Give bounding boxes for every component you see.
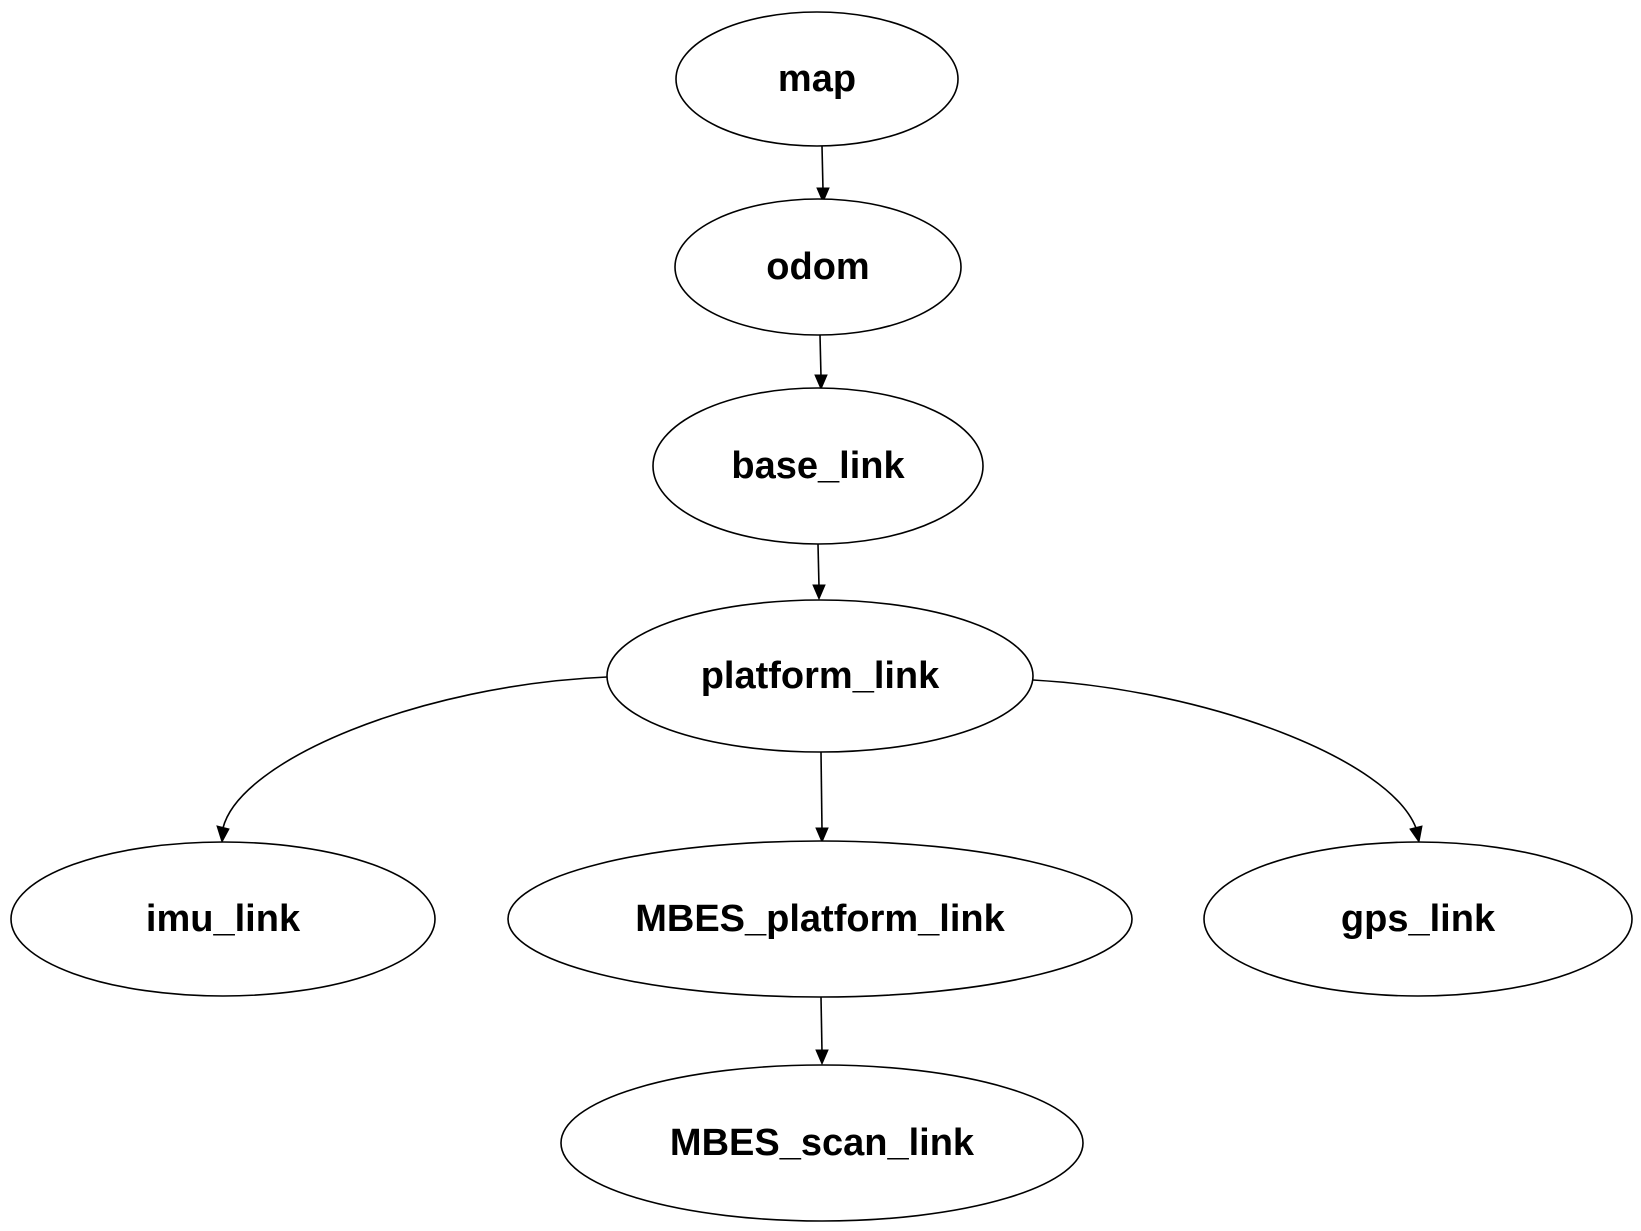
edge-base-link-platform-link (817, 543, 820, 588)
node-imu-link-shape (10, 841, 436, 997)
node-base-link-shape (652, 387, 984, 545)
edge-mbes-platform-link-mbes-scan-link-arrowhead (815, 1049, 829, 1066)
node-mbes-platform-link-shape (507, 840, 1133, 998)
node-mbes-platform-link-label: MBES_platform_link (635, 898, 1005, 940)
node-imu-link: imu_link (10, 841, 436, 997)
edge-map-odom (821, 145, 824, 191)
edge-mbes-platform-link-mbes-scan-link (820, 996, 823, 1053)
node-odom-shape (674, 198, 962, 336)
node-gps-link: gps_link (1203, 841, 1633, 997)
edge-platform-link-gps-link-arrowhead (1409, 825, 1423, 844)
node-gps-link-label: gps_link (1341, 898, 1496, 940)
node-gps-link-shape (1203, 841, 1633, 997)
edge-base-link-platform-link-arrowhead (812, 584, 826, 601)
edge-platform-link-mbes-platform-link (820, 751, 823, 831)
edge-platform-link-imu-link-arrowhead (216, 825, 230, 844)
edge-platform-link-gps-link (1032, 679, 1417, 829)
node-mbes-platform-link: MBES_platform_link (507, 840, 1133, 998)
node-mbes-scan-link: MBES_scan_link (560, 1064, 1084, 1222)
node-map-shape (675, 11, 959, 147)
node-odom: odom (674, 198, 962, 336)
node-imu-link-label: imu_link (146, 898, 301, 940)
edge-odom-base-link (819, 334, 822, 378)
edge-platform-link-mbes-platform-link-arrowhead (815, 827, 829, 844)
node-mbes-scan-link-shape (560, 1064, 1084, 1222)
edge-odom-base-link-arrowhead (814, 374, 828, 391)
node-mbes-scan-link-label: MBES_scan_link (670, 1122, 975, 1164)
edge-platform-link-imu-link (222, 676, 608, 829)
node-platform-link-label: platform_link (701, 655, 940, 697)
node-platform-link: platform_link (606, 599, 1034, 753)
nodes: map odom base_link platform_link imu_lin… (10, 11, 1633, 1222)
node-map-label: map (778, 58, 856, 100)
edges (216, 145, 1423, 1066)
node-base-link-label: base_link (731, 445, 905, 487)
node-base-link: base_link (652, 387, 984, 545)
node-map: map (675, 11, 959, 147)
node-platform-link-shape (606, 599, 1034, 753)
node-odom-label: odom (766, 246, 869, 288)
edge-map-odom-arrowhead (816, 187, 830, 204)
